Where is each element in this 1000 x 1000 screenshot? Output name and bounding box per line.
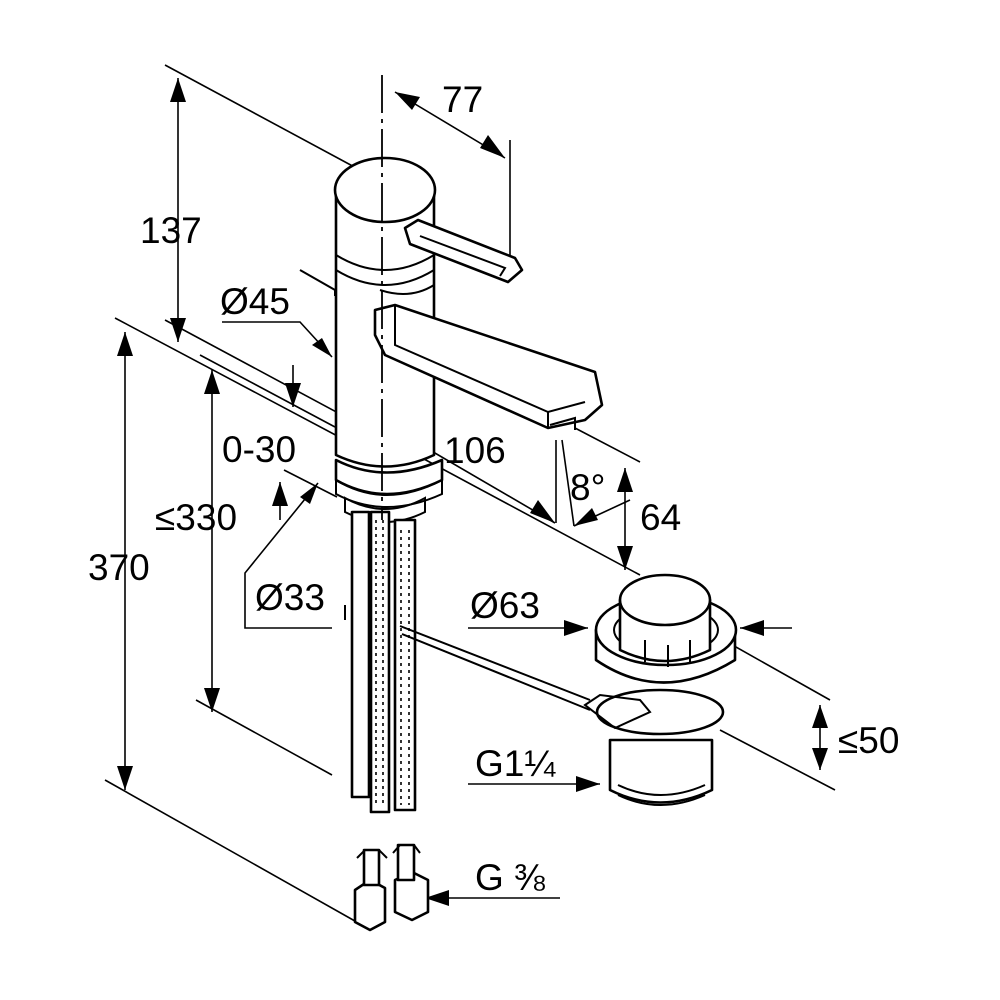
dimension-lines xyxy=(104,64,836,926)
label-137: 137 xyxy=(140,210,202,251)
label-0-30: 0-30 xyxy=(222,429,296,470)
arrow-heads xyxy=(117,78,828,906)
hoses xyxy=(344,510,591,932)
drain-body xyxy=(608,738,714,804)
label-diameter-45: Ø45 xyxy=(220,281,290,322)
spout xyxy=(373,303,604,430)
label-angle-8: 8° xyxy=(570,467,605,508)
label-77: 77 xyxy=(442,79,483,120)
faucet-cap xyxy=(333,156,437,224)
faucet xyxy=(299,156,604,523)
lever xyxy=(403,218,524,284)
hose-left xyxy=(350,510,371,799)
label-106: 106 xyxy=(444,430,506,471)
label-330: ≤330 xyxy=(155,497,237,538)
label-diameter-33: Ø33 xyxy=(255,577,325,618)
hose-right xyxy=(393,518,417,812)
dimension-labels: 137 77 Ø45 0-30 106 8° 64 ≤330 370 Ø33 Ø… xyxy=(88,79,899,898)
hose-connector xyxy=(353,878,387,932)
label-g-3-8: G ⅜ xyxy=(475,857,545,898)
label-64: 64 xyxy=(640,497,681,538)
drain xyxy=(583,573,738,806)
label-diameter-63: Ø63 xyxy=(470,585,540,626)
label-50: ≤50 xyxy=(838,720,899,761)
label-370: 370 xyxy=(88,547,150,588)
hose-center xyxy=(369,510,391,814)
label-g1-1-4: G1¼ xyxy=(475,743,556,784)
